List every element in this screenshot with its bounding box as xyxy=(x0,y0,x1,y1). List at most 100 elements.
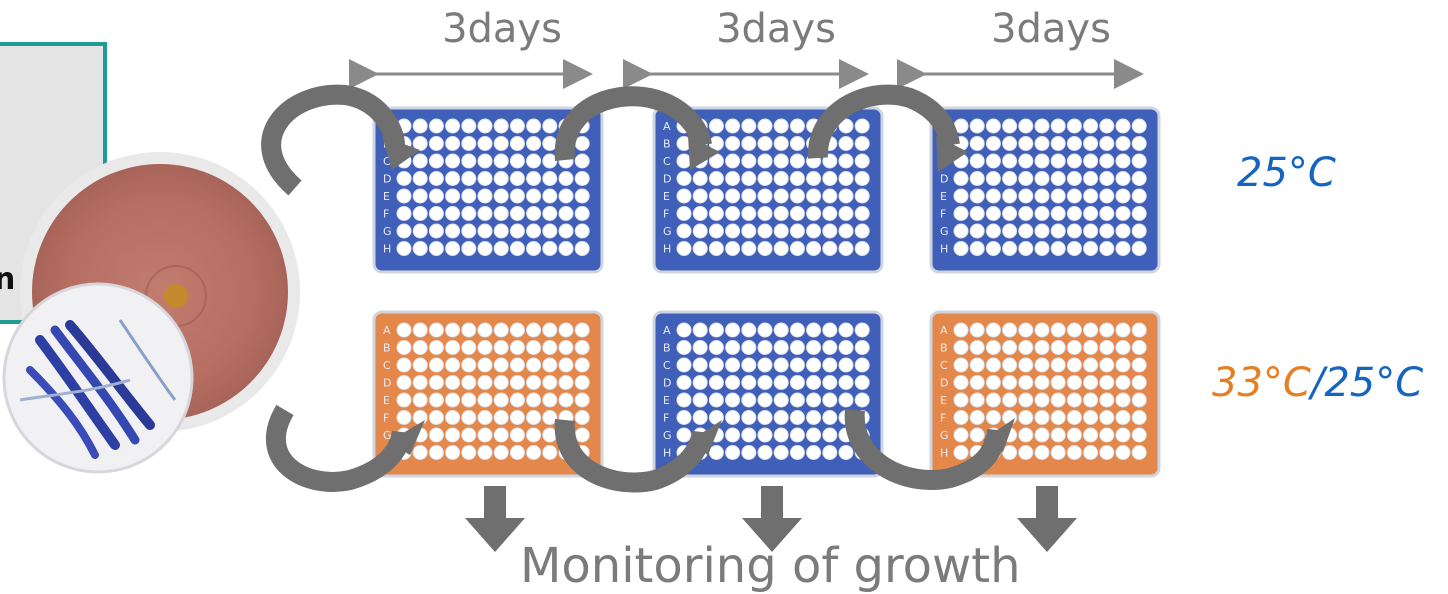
well xyxy=(692,241,708,256)
well xyxy=(708,322,724,338)
well xyxy=(969,427,985,443)
well xyxy=(428,357,444,373)
well xyxy=(461,375,477,390)
well xyxy=(741,171,757,186)
well xyxy=(969,392,985,408)
well xyxy=(985,118,1001,134)
well xyxy=(822,188,838,204)
well xyxy=(1034,392,1050,408)
well xyxy=(854,136,870,151)
well xyxy=(789,357,805,373)
well xyxy=(1002,188,1018,204)
well xyxy=(806,223,822,239)
well xyxy=(773,188,789,204)
well xyxy=(1099,153,1115,169)
well xyxy=(1131,445,1147,460)
well xyxy=(725,136,741,151)
well xyxy=(1083,375,1099,390)
well xyxy=(854,171,870,186)
well xyxy=(953,410,969,425)
well xyxy=(396,188,412,204)
well xyxy=(526,340,542,355)
protocol-diagram: ABCDEFGHABCDEFGHABCDEFGHABCDEFGHABCDEFGH… xyxy=(2,59,1161,552)
well xyxy=(477,206,493,221)
well xyxy=(428,171,444,186)
svg-text:D: D xyxy=(383,173,391,186)
well xyxy=(1099,118,1115,134)
well xyxy=(757,427,773,443)
well xyxy=(1018,375,1034,390)
well xyxy=(558,241,574,256)
well xyxy=(676,340,692,355)
well xyxy=(838,357,854,373)
well xyxy=(542,206,558,221)
well xyxy=(477,136,493,151)
well xyxy=(985,188,1001,204)
well xyxy=(542,241,558,256)
well xyxy=(1050,188,1066,204)
well xyxy=(969,357,985,373)
well xyxy=(445,322,461,338)
well xyxy=(676,410,692,425)
svg-text:G: G xyxy=(663,429,672,442)
well xyxy=(773,322,789,338)
well xyxy=(953,223,969,239)
svg-text:C: C xyxy=(663,359,671,372)
well xyxy=(1066,427,1082,443)
well xyxy=(1131,410,1147,425)
duration-label-2: 3days xyxy=(716,6,836,52)
well xyxy=(838,241,854,256)
well xyxy=(1002,241,1018,256)
well xyxy=(1034,241,1050,256)
well xyxy=(789,445,805,460)
well xyxy=(1083,392,1099,408)
well xyxy=(838,188,854,204)
well xyxy=(741,445,757,460)
well xyxy=(445,340,461,355)
well xyxy=(741,357,757,373)
well xyxy=(574,357,590,373)
well xyxy=(542,223,558,239)
well xyxy=(1099,392,1115,408)
well xyxy=(461,427,477,443)
well xyxy=(725,223,741,239)
well xyxy=(838,392,854,408)
well xyxy=(1050,392,1066,408)
well xyxy=(1018,322,1034,338)
well xyxy=(412,340,428,355)
svg-text:H: H xyxy=(663,447,671,460)
well xyxy=(985,171,1001,186)
well xyxy=(477,410,493,425)
temp-label-33: 33°C xyxy=(1212,360,1311,406)
well xyxy=(692,206,708,221)
well xyxy=(789,241,805,256)
well xyxy=(428,375,444,390)
well xyxy=(757,118,773,134)
well xyxy=(1115,188,1131,204)
well xyxy=(789,375,805,390)
duration-label-1: 3days xyxy=(442,6,562,52)
well xyxy=(1050,410,1066,425)
well xyxy=(741,223,757,239)
microscope-inset-image xyxy=(2,282,194,474)
svg-text:E: E xyxy=(663,190,670,203)
well xyxy=(692,171,708,186)
well xyxy=(509,445,525,460)
well xyxy=(757,322,773,338)
well xyxy=(854,392,870,408)
well xyxy=(789,206,805,221)
well xyxy=(396,375,412,390)
down-arrow-3 xyxy=(1017,486,1077,552)
well xyxy=(1131,136,1147,151)
well xyxy=(1099,445,1115,460)
well xyxy=(854,340,870,355)
well xyxy=(1083,322,1099,338)
svg-text:E: E xyxy=(940,190,947,203)
transfer-arrows-top xyxy=(261,84,960,196)
svg-text:E: E xyxy=(663,394,670,407)
well xyxy=(692,188,708,204)
well xyxy=(822,427,838,443)
well xyxy=(412,136,428,151)
well xyxy=(1099,357,1115,373)
well xyxy=(1034,223,1050,239)
